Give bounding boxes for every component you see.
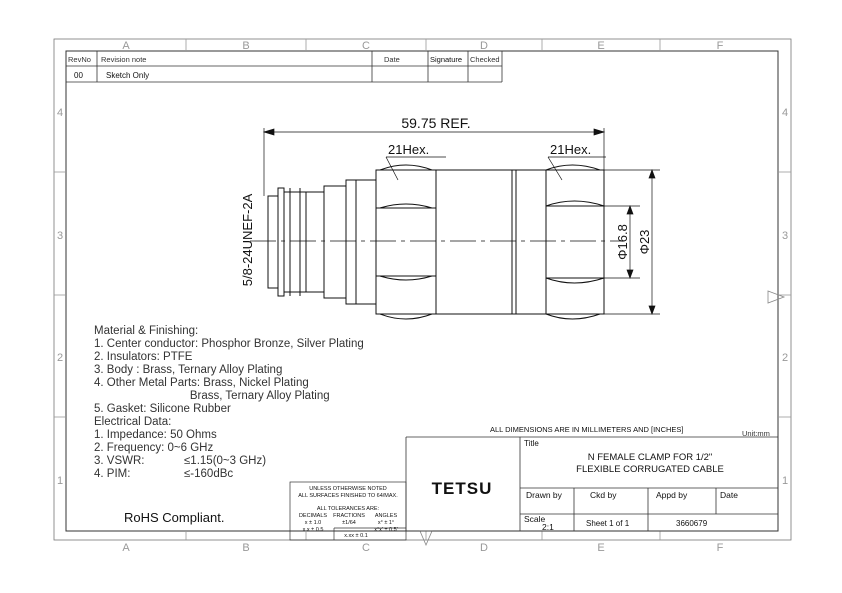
tol-line2: ALL SURFACES FINISHED TO 64/MAX. (298, 493, 398, 499)
dims-note: ALL DIMENSIONS ARE IN MILLIMETERS AND [I… (490, 425, 684, 434)
zone-col-c-bottom: C (362, 542, 370, 554)
zone-col-a-bottom: A (122, 542, 130, 554)
tol-title: ALL TOLERANCES ARE: (317, 506, 380, 512)
title-line2: FLEXIBLE CORRUGATED CABLE (576, 464, 724, 475)
rev-header-date: Date (384, 55, 400, 64)
rev-header-checked: Checked (470, 55, 500, 64)
zone-row-1-right: 1 (782, 475, 788, 487)
tol-d2: x.x ± 0.5 (303, 527, 324, 533)
zone-ticks (54, 39, 791, 540)
zone-col-c-top: C (362, 40, 370, 52)
tol-line1: UNLESS OTHERWISE NOTED (309, 486, 387, 492)
zone-row-2-right: 2 (782, 352, 788, 364)
spec-pim-label: 4. PIM: (94, 468, 130, 480)
spec-line: 1. Center conductor: Phosphor Bronze, Si… (94, 338, 364, 350)
dim-hex-left: 21Hex. (388, 142, 429, 157)
zone-row-4-right: 4 (782, 107, 788, 119)
tol-a2: x°x' ± 0.5' (374, 527, 398, 533)
zone-row-1-left: 1 (57, 475, 63, 487)
tol-f1: ±1/64 (342, 520, 356, 526)
spec-vswr-value: ≤1.15(0~3 GHz) (184, 455, 266, 467)
dim-dia-inner: Φ16.8 (615, 224, 630, 260)
spec-line: Brass, Ternary Alloy Plating (94, 390, 330, 402)
scale-value: 2:1 (542, 522, 554, 532)
spec-line: 2. Insulators: PTFE (94, 351, 193, 363)
title-block (405, 436, 778, 532)
tol-angles: ANGLES (375, 513, 398, 519)
date-label: Date (720, 490, 738, 500)
dimension-diameters (604, 169, 660, 315)
zone-col-e-top: E (597, 40, 604, 52)
spec-line: 5. Gasket: Silicone Rubber (94, 403, 231, 415)
zone-col-d-top: D (480, 40, 488, 52)
zone-row-4-left: 4 (57, 107, 63, 119)
zone-col-e-bottom: E (597, 542, 604, 554)
sheet-label: Sheet 1 of 1 (586, 519, 630, 528)
zone-col-f-bottom: F (717, 542, 724, 554)
outer-border (53, 38, 792, 541)
spec-line: 3. Body : Brass, Ternary Alloy Plating (94, 364, 282, 376)
spec-line: 4. Other Metal Parts: Brass, Nickel Plat… (94, 377, 309, 389)
spec-pim-value: ≤-160dBc (184, 468, 233, 480)
dim-thread: 5/8-24UNEF-2A (240, 193, 255, 286)
hex-leaders (385, 156, 606, 181)
zone-row-2-left: 2 (57, 352, 63, 364)
part-number: 3660679 (676, 519, 708, 528)
connector-outline (267, 164, 605, 320)
zone-col-a-top: A (122, 40, 130, 52)
zone-row-3-right: 3 (782, 230, 788, 242)
spec-vswr-label: 3. VSWR: (94, 455, 144, 467)
scale-label: Scale (524, 514, 546, 524)
dimension-overall (262, 128, 606, 196)
tol-a1: x° ± 1° (378, 520, 394, 526)
zone-col-f-top: F (717, 40, 724, 52)
dim-hex-right: 21Hex. (550, 142, 591, 157)
spec-line: 2. Frequency: 0~6 GHz (94, 442, 213, 454)
drawn-by-label: Drawn by (526, 490, 563, 500)
rohs-note: RoHS Compliant. (124, 510, 224, 525)
title-line1: N FEMALE CLAMP FOR 1/2" (588, 452, 713, 463)
unit-label: Unit:mm (742, 429, 770, 438)
spec-line: Material & Finishing: (94, 325, 198, 337)
tol-d1: x ± 1.0 (305, 520, 321, 526)
appd-by-label: Appd by (656, 490, 688, 500)
rev-header-signature: Signature (430, 55, 462, 64)
spec-notes: Material & Finishing: 1. Center conducto… (94, 325, 364, 480)
spec-line: 1. Impedance: 50 Ohms (94, 429, 217, 441)
zone-col-b-top: B (242, 40, 249, 52)
rev-value-rev: 00 (74, 71, 83, 80)
zone-col-b-bottom: B (242, 542, 249, 554)
company-logo: TETSU (432, 479, 493, 498)
zone-col-d-bottom: D (480, 542, 488, 554)
tol-fractions: FRACTIONS (333, 513, 365, 519)
rev-header-note: Revision note (101, 55, 146, 64)
center-mark-right (767, 290, 786, 304)
tol-d3: x.xx ± 0.1 (344, 533, 368, 539)
tol-decimals: DECIMALS (299, 513, 327, 519)
dim-dia-outer: Φ23 (637, 230, 652, 255)
rev-value-note: Sketch Only (106, 71, 149, 80)
title-label: Title (524, 439, 539, 448)
rev-header-rev: RevNo (68, 55, 91, 64)
spec-line: Electrical Data: (94, 416, 171, 428)
zone-row-3-left: 3 (57, 230, 63, 242)
revision-table (66, 51, 503, 83)
ckd-by-label: Ckd by (590, 490, 617, 500)
dim-overall-length: 59.75 REF. (401, 115, 470, 131)
